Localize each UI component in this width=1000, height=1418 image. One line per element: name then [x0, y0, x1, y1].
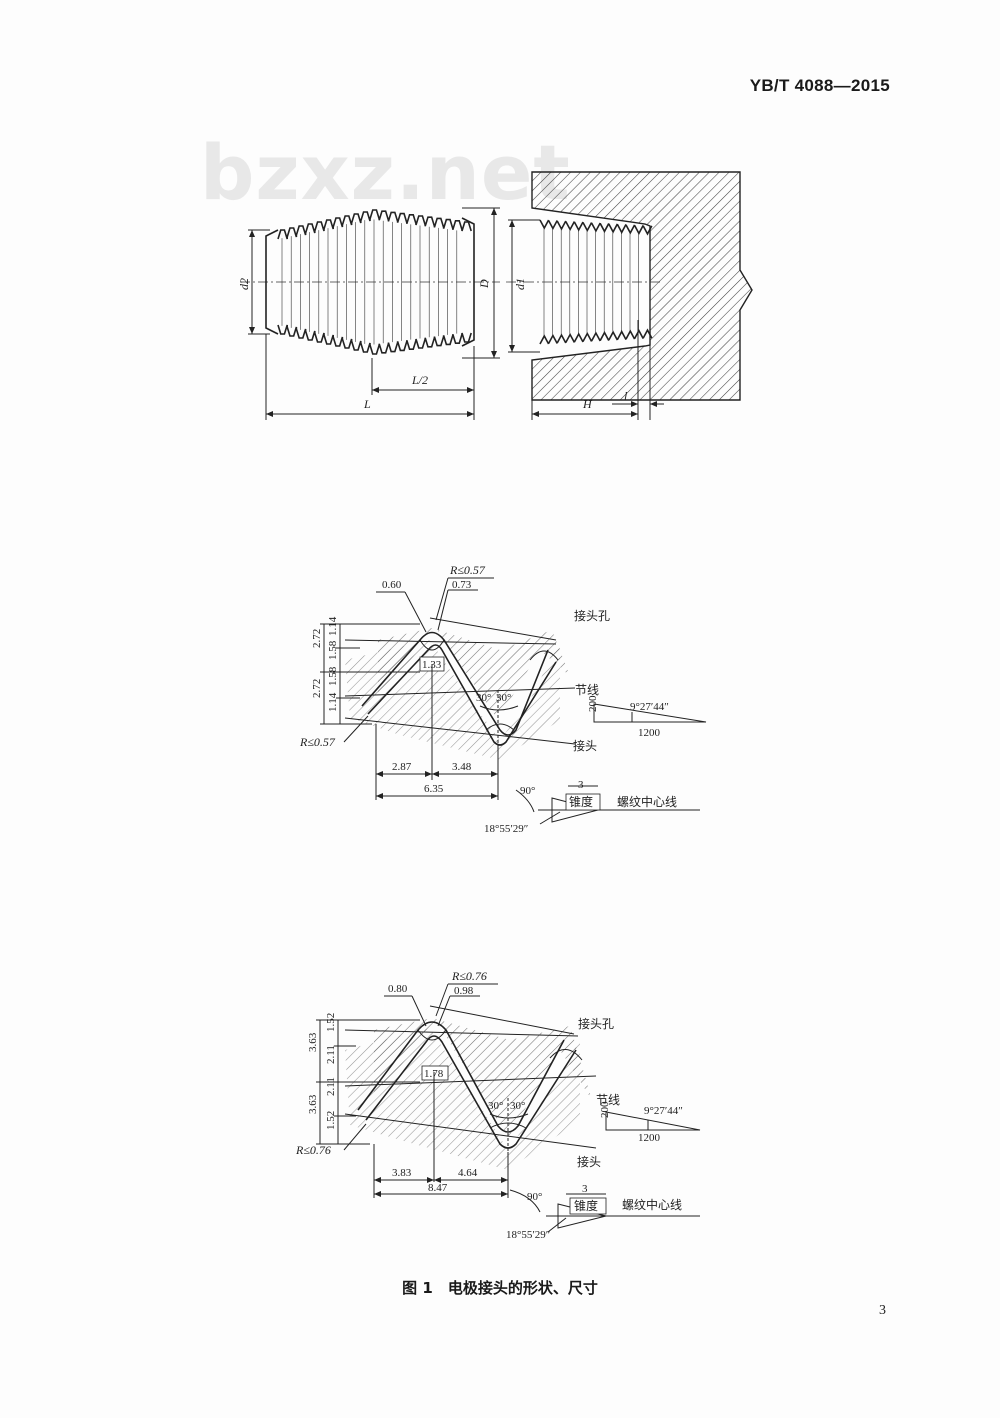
angle-right-large: 30° — [510, 1100, 525, 1112]
label-pitch-line-large: 节线 — [596, 1093, 620, 1107]
taper-ratio: 3 — [578, 779, 584, 791]
label-hole: 接头孔 — [574, 608, 610, 623]
figure-caption: 图 1 电极接头的形状、尺寸 — [402, 1279, 598, 1297]
dim-h1-large: 3.83 — [392, 1167, 412, 1179]
label-nipple-large: 接头 — [577, 1154, 601, 1169]
label-axis: 螺纹中心线 — [617, 794, 677, 809]
dim-h2-large: 4.64 — [458, 1167, 478, 1179]
dim-h-total-large: 8.47 — [428, 1182, 448, 1194]
dim-h2: 3.48 — [452, 761, 472, 773]
angle-90: 90° — [520, 785, 535, 797]
label-pitch-line: 节线 — [575, 683, 599, 697]
dim-v3-large: 2.11 — [325, 1045, 337, 1064]
page-number: 3 — [879, 1303, 886, 1318]
dim-v4-large: 3.63 — [307, 1094, 319, 1114]
dim-r-bottom-large: R≤0.76 — [295, 1143, 331, 1157]
label-taper: 锥度 — [569, 794, 593, 809]
label-L: L — [363, 397, 371, 411]
label-taper-large: 锥度 — [574, 1198, 598, 1213]
dim-v6: 1.14 — [327, 692, 339, 712]
label-L-half: L/2 — [411, 373, 428, 387]
dim-crest-a-large: 0.80 — [388, 983, 408, 995]
watermark: bzxz.net — [200, 128, 571, 217]
label-d2: d2 — [237, 278, 251, 290]
dim-v3: 1.58 — [327, 640, 339, 660]
label-l: l — [624, 389, 628, 403]
taper-angle-large: 18°55′29″ — [506, 1229, 550, 1241]
dim-crest-b-large: 0.98 — [454, 985, 474, 997]
slope-angle: 9°27′44″ — [630, 701, 669, 713]
thread-profile-small: 2.72 1.14 1.58 2.72 1.58 1.14 0.60 0.73 … — [299, 563, 707, 835]
taper-angle: 18°55′29″ — [484, 823, 528, 835]
dim-h1: 2.87 — [392, 761, 412, 773]
dim-h-total: 6.35 — [424, 783, 444, 795]
label-d1: d1 — [513, 278, 527, 290]
slope-run: 1200 — [638, 727, 661, 739]
slope-angle-large: 9°27′44″ — [644, 1105, 683, 1117]
angle-left: 30° — [476, 692, 491, 704]
nipple-drawing: d2 D L/2 L — [237, 207, 500, 420]
label-D: D — [477, 279, 491, 289]
angle-left-large: 30° — [488, 1100, 503, 1112]
label-H: H — [582, 397, 593, 411]
standard-number: YB/T 4088—2015 — [749, 76, 890, 95]
label-axis-large: 螺纹中心线 — [622, 1197, 682, 1212]
dim-v5-large: 2.11 — [325, 1077, 337, 1096]
dim-v2: 1.14 — [327, 616, 339, 636]
dim-v2-large: 1.52 — [325, 1013, 337, 1032]
label-hole-large: 接头孔 — [578, 1016, 614, 1031]
angle-90-large: 90° — [527, 1191, 542, 1203]
slope-rise: 200 — [587, 695, 599, 712]
dim-r-bottom: R≤0.57 — [299, 735, 336, 749]
dim-r-top: R≤0.57 — [449, 563, 486, 577]
thread-profile-large: 3.63 1.52 2.11 3.63 2.11 1.52 0.80 0.98 … — [295, 969, 701, 1241]
slope-rise-large: 200 — [599, 1101, 611, 1118]
taper-ratio-large: 3 — [582, 1183, 588, 1195]
dim-v5: 1.58 — [327, 666, 339, 686]
socket-drawing: d1 H l — [506, 171, 753, 420]
dim-v1: 2.72 — [311, 629, 323, 648]
slope-run-large: 1200 — [638, 1132, 661, 1144]
angle-right: 30° — [496, 692, 511, 704]
dim-crest-a: 0.60 — [382, 579, 402, 591]
dim-v1-large: 3.63 — [307, 1032, 319, 1052]
dim-v4: 2.72 — [311, 679, 323, 698]
label-nipple: 接头 — [573, 738, 597, 753]
dim-v6-large: 1.52 — [325, 1111, 337, 1130]
dim-r-top-large: R≤0.76 — [451, 969, 487, 983]
dim-crest-b: 0.73 — [452, 579, 472, 591]
